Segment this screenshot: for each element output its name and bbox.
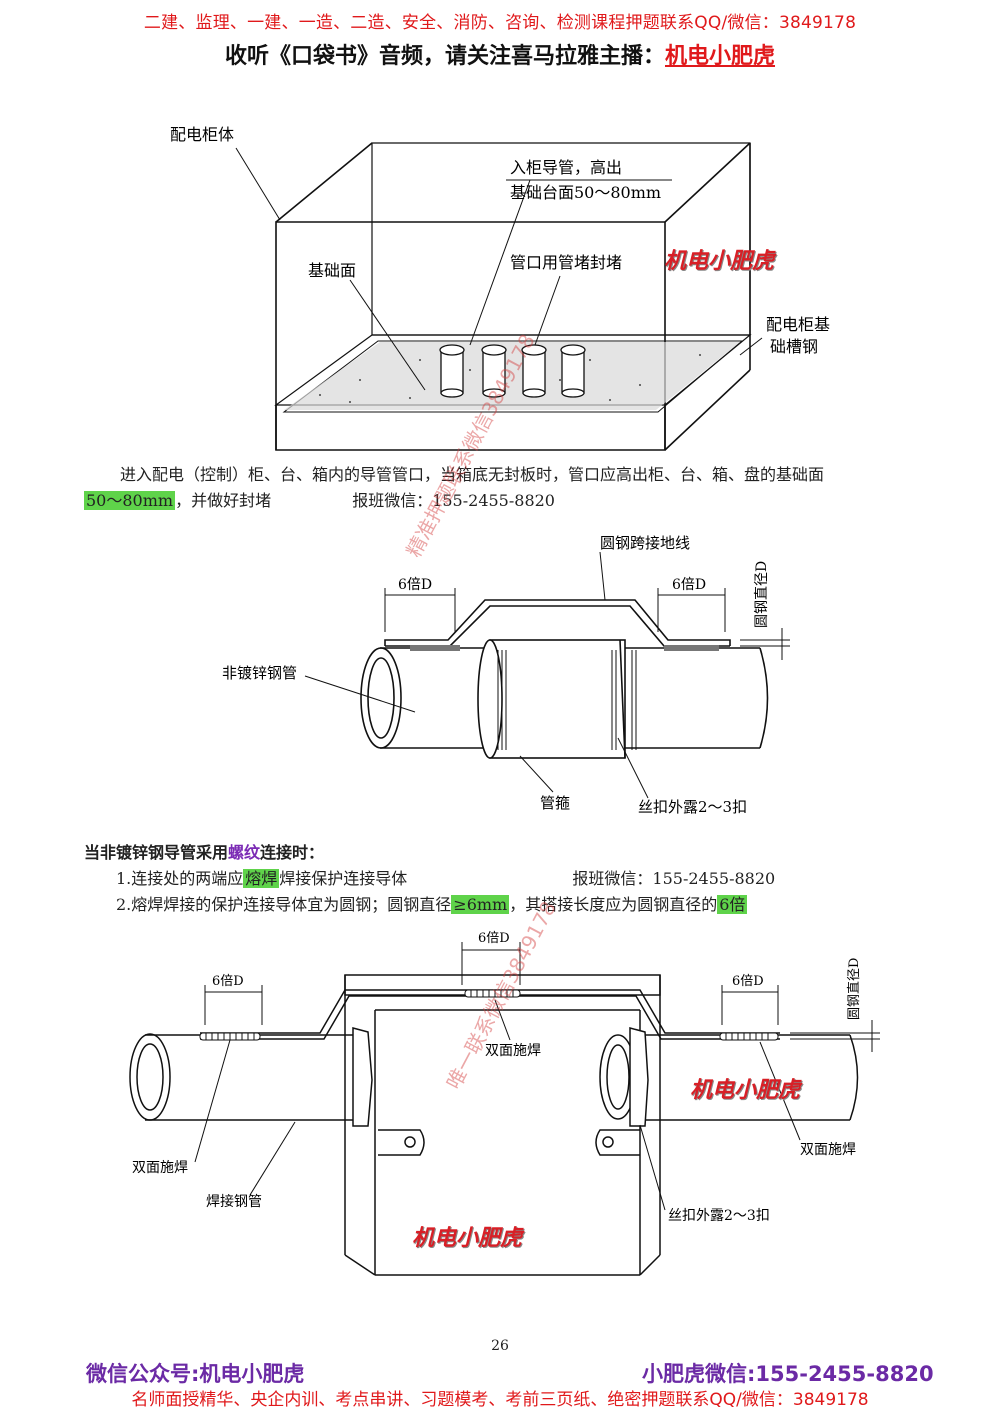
item-2-prefix: 2.熔焊焊接的保护连接导体宜为圆钢；圆钢直径 bbox=[116, 895, 452, 914]
paragraph-1-contact: 报班微信：155-2455-8820 bbox=[352, 491, 555, 510]
label-coupling: 管箍 bbox=[540, 794, 570, 812]
label-6d-right: 6倍D bbox=[732, 974, 764, 989]
label-pipe-line2: 基础台面50～80mm bbox=[510, 183, 661, 202]
page-number: 26 bbox=[491, 1338, 509, 1354]
section-2-title-suffix: 连接时： bbox=[260, 843, 325, 862]
label-6d-left: 6倍D bbox=[212, 974, 244, 989]
section-2-title-highlight: 螺纹 bbox=[228, 843, 261, 862]
item-1-contact: 报班微信：155-2455-8820 bbox=[572, 869, 776, 888]
section-2-title-prefix: 当非镀锌钢导管采用 bbox=[84, 843, 229, 862]
section-2-item-1: 1.连接处的两端应熔焊焊接保护连接导体 报班微信：155-2455-8820 bbox=[84, 866, 964, 892]
header-ad-line: 二建、监理、一建、一造、二造、安全、消防、咨询、检测课程押题联系QQ/微信：38… bbox=[143, 13, 857, 33]
label-jumper: 圆钢跨接地线 bbox=[600, 534, 690, 552]
section-2: 当非镀锌钢导管采用螺纹连接时： 1.连接处的两端应熔焊焊接保护连接导体 报班微信… bbox=[84, 840, 964, 918]
label-cabinet: 配电柜体 bbox=[170, 125, 234, 144]
item-2-middle: ，其搭接长度应为圆钢直径的 bbox=[509, 895, 718, 914]
label-welded-pipe: 焊接钢管 bbox=[206, 1193, 262, 1210]
paragraph-1-main: 进入配电（控制）柜、台、箱内的导管管口，当箱底无封板时，管口应高出柜、台、箱、盘… bbox=[120, 465, 825, 484]
label-thread: 丝扣外露2～3扣 bbox=[638, 798, 747, 816]
item-2-highlight-2: 6倍 bbox=[717, 895, 748, 914]
label-channel-line2: 础槽钢 bbox=[770, 337, 818, 356]
label-pipe-line1: 入柜导管，高出 bbox=[510, 158, 622, 177]
label-diameter: 圆钢直径D bbox=[753, 561, 770, 628]
listen-prefix: 收听《口袋书》音频，请关注喜马拉雅主播： bbox=[224, 44, 665, 69]
figure-cabinet: 配电柜体 入柜导管，高出 基础台面50～80mm 基础面 管口用管堵封堵 配电柜… bbox=[170, 125, 830, 451]
label-pipe: 非镀锌钢管 bbox=[222, 664, 297, 682]
figure-coupling: 圆钢跨接地线 6倍D 6倍D 圆钢直径D 非镀锌钢管 管箍 丝扣外露2～3扣 bbox=[222, 534, 790, 816]
label-base: 基础面 bbox=[308, 261, 356, 280]
label-6d-right: 6倍D bbox=[672, 577, 706, 593]
stamp-watermark-3: 机电小肥虎 bbox=[412, 1226, 523, 1251]
figure-junction-box: 6倍D 6倍D 6倍D 圆钢直径D 双面施焊 双面施焊 双面施焊 焊接钢管 丝扣… bbox=[129, 931, 880, 1276]
label-thread: 丝扣外露2～3扣 bbox=[668, 1208, 770, 1224]
label-channel-line1: 配电柜基 bbox=[766, 315, 830, 334]
footer-right: 小肥虎微信:155-2455-8820 bbox=[642, 1362, 934, 1386]
label-6d-left: 6倍D bbox=[398, 577, 432, 593]
label-weld-left: 双面施焊 bbox=[132, 1160, 188, 1176]
item-1-prefix: 1.连接处的两端应 bbox=[116, 869, 244, 888]
footer-bottom: 名师面授精华、央企内训、考点串讲、习题模考、考前三页纸、绝密押题联系QQ/微信：… bbox=[131, 1390, 869, 1410]
section-2-title: 当非镀锌钢导管采用螺纹连接时： bbox=[84, 840, 964, 866]
item-1-suffix: 焊接保护连接导体 bbox=[279, 869, 408, 888]
footer-left: 微信公众号:机电小肥虎 bbox=[86, 1362, 305, 1386]
label-plug: 管口用管堵封堵 bbox=[510, 253, 622, 272]
label-6d-top: 6倍D bbox=[478, 931, 510, 946]
paragraph-1: 进入配电（控制）柜、台、箱内的导管管口，当箱底无封板时，管口应高出柜、台、箱、盘… bbox=[84, 462, 944, 514]
stamp-watermark-2: 机电小肥虎 bbox=[690, 1078, 801, 1103]
listen-link[interactable]: 机电小肥虎 bbox=[665, 44, 776, 69]
label-diameter: 圆钢直径D bbox=[847, 958, 862, 1020]
item-1-highlight: 熔焊 bbox=[243, 869, 280, 888]
item-2-highlight-1: ≥6mm bbox=[451, 895, 510, 914]
stamp-watermark-1: 机电小肥虎 bbox=[664, 249, 775, 274]
label-weld-center: 双面施焊 bbox=[485, 1043, 541, 1059]
header-listen-line: 收听《口袋书》音频，请关注喜马拉雅主播：机电小肥虎 bbox=[0, 38, 1000, 70]
paragraph-1-tail: ，并做好封堵 bbox=[175, 491, 272, 510]
paragraph-1-highlight: 50～80mm bbox=[84, 491, 176, 510]
label-weld-right: 双面施焊 bbox=[800, 1142, 856, 1158]
